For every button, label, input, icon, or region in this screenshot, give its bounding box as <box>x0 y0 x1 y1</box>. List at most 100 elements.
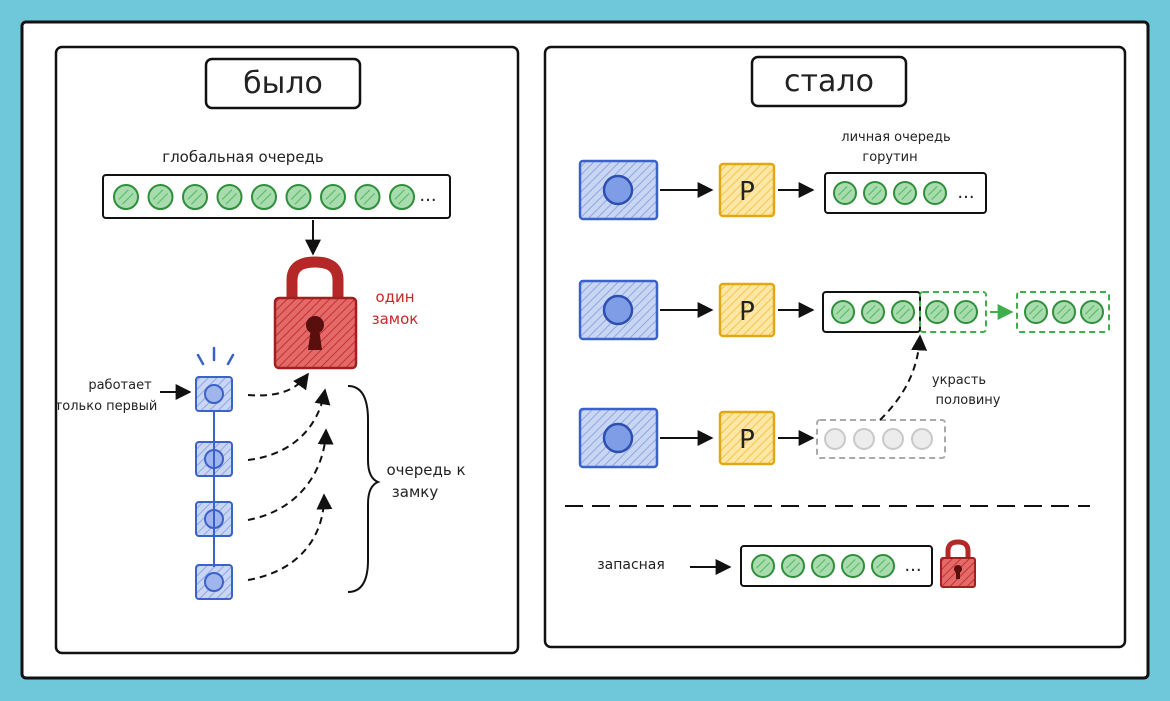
local-queue-3-empty-slots <box>824 428 933 450</box>
waiting-label-line2: замку <box>392 483 439 501</box>
queue1-goroutine-1-hatch <box>837 185 853 201</box>
steal-label-line1: украсть <box>932 373 986 388</box>
spare-goroutine-1-hatch <box>755 558 771 574</box>
global-goroutine-1-hatch <box>118 189 134 205</box>
queue3-empty-slot-1 <box>824 428 846 450</box>
waiting-label-line1: очередь к <box>386 461 465 479</box>
global-goroutine-8 <box>354 184 381 210</box>
lock-icon <box>273 256 358 370</box>
brace <box>347 385 381 593</box>
queue3-empty-slot-3 <box>882 428 904 450</box>
only-first-line1: работает <box>88 378 152 393</box>
spare-goroutine-3 <box>811 554 835 578</box>
global-goroutine-5-hatch <box>256 189 272 205</box>
spare-goroutine-4 <box>841 554 865 578</box>
global-goroutine-1 <box>113 184 139 210</box>
queue2-goroutine-7 <box>1052 300 1076 324</box>
steal-label-line2: половину <box>935 393 1000 408</box>
global-goroutine-9 <box>389 184 415 210</box>
before-title: было <box>243 66 323 101</box>
processor-box-2 <box>718 282 776 338</box>
before-title-box <box>204 57 362 110</box>
spill-queue <box>1016 291 1110 333</box>
global-goroutine-6-hatch <box>290 189 307 205</box>
global-goroutine-2-hatch <box>152 189 169 205</box>
processor-label-2: P <box>739 297 755 327</box>
processor-label-3: P <box>739 425 755 455</box>
global-goroutine-3 <box>182 184 208 210</box>
queue2-goroutine-6 <box>1024 300 1048 324</box>
queue1-goroutine-1 <box>833 181 857 205</box>
queue2-goroutine-5-hatch <box>958 304 974 320</box>
spare-label: запасная <box>597 557 665 573</box>
after-title-box <box>750 55 908 108</box>
steal-arrow <box>879 334 928 421</box>
queue2-goroutine-1-hatch <box>835 304 851 320</box>
after-panel: стало личная очередь горутин P P P ... укр… <box>543 45 1127 649</box>
queue2-goroutine-7-hatch <box>1056 304 1072 320</box>
after-title: стало <box>784 64 874 99</box>
global-goroutine-4-hatch <box>221 189 238 205</box>
queue2-goroutine-3 <box>891 300 915 324</box>
global-queue-label: глобальная очередь <box>162 148 324 166</box>
queue1-goroutine-2 <box>863 181 887 205</box>
queue2-goroutine-5 <box>954 300 978 324</box>
processor-label-1: P <box>739 177 755 207</box>
queue3-empty-slot-2 <box>853 428 875 450</box>
machine-core-3 <box>602 422 634 454</box>
lock-label-line2: замок <box>372 310 419 328</box>
spare-goroutine-5 <box>871 554 895 578</box>
before-panel: было глобальная очередь ... один замок р… <box>55 45 520 655</box>
local-queue-1-goroutines <box>833 181 947 205</box>
queue1-goroutine-2-hatch <box>867 185 883 201</box>
global-goroutine-9-hatch <box>394 189 410 205</box>
global-goroutine-3-hatch <box>187 189 203 205</box>
global-goroutine-6 <box>285 184 312 210</box>
spare-goroutine-2-hatch <box>785 558 801 574</box>
queue1-goroutine-3-hatch <box>897 185 913 201</box>
queue3-empty-slot-4 <box>911 428 933 450</box>
spare-goroutine-3-hatch <box>815 558 831 574</box>
queue2-goroutine-2-hatch <box>865 304 881 320</box>
global-goroutine-7-hatch <box>325 189 341 205</box>
small-lock-icon <box>940 539 976 588</box>
global-goroutine-4 <box>216 184 243 210</box>
waiting-arrows <box>247 372 334 581</box>
queue2-goroutine-1 <box>831 300 855 324</box>
queue2-goroutine-8-hatch <box>1084 304 1100 320</box>
spare-goroutine-2 <box>781 554 805 578</box>
local-queue-line1: личная очередь <box>841 130 950 145</box>
queue1-goroutine-4-hatch <box>927 185 943 201</box>
thread-core-4 <box>204 572 224 592</box>
global-goroutine-5 <box>251 184 277 210</box>
machine-core-2 <box>602 294 634 326</box>
global-goroutine-2 <box>147 184 174 210</box>
only-first-line2: только первый <box>55 399 158 414</box>
local-queue-1-ellipsis: ... <box>957 182 974 203</box>
global-goroutine-7 <box>320 184 346 210</box>
thread-core-1 <box>204 384 224 404</box>
queue2-goroutine-6-hatch <box>1028 304 1044 320</box>
spare-queue-ellipsis: ... <box>904 555 921 576</box>
spare-goroutine-4-hatch <box>845 558 861 574</box>
queue1-goroutine-4 <box>923 181 947 205</box>
global-queue-goroutines <box>113 184 415 210</box>
global-goroutine-8-hatch <box>359 189 376 205</box>
machine-core-1 <box>602 174 634 206</box>
processor-rows: P P P <box>578 159 815 469</box>
queue2-goroutine-8 <box>1080 300 1104 324</box>
queue2-goroutine-3-hatch <box>895 304 911 320</box>
local-queue-2-goroutines <box>831 300 1104 324</box>
spare-goroutine-1 <box>751 554 775 578</box>
stolen-half <box>919 291 987 333</box>
queue2-goroutine-4-hatch <box>929 304 945 320</box>
global-queue-ellipsis: ... <box>419 185 436 206</box>
queue2-goroutine-2 <box>861 300 885 324</box>
processor-box-1 <box>718 162 776 218</box>
spare-queue-goroutines <box>751 554 895 578</box>
spare-goroutine-5-hatch <box>875 558 891 574</box>
local-queue-line2: горутин <box>862 150 917 165</box>
lock-label-line1: один <box>375 288 414 306</box>
active-glow-icon <box>196 346 235 366</box>
